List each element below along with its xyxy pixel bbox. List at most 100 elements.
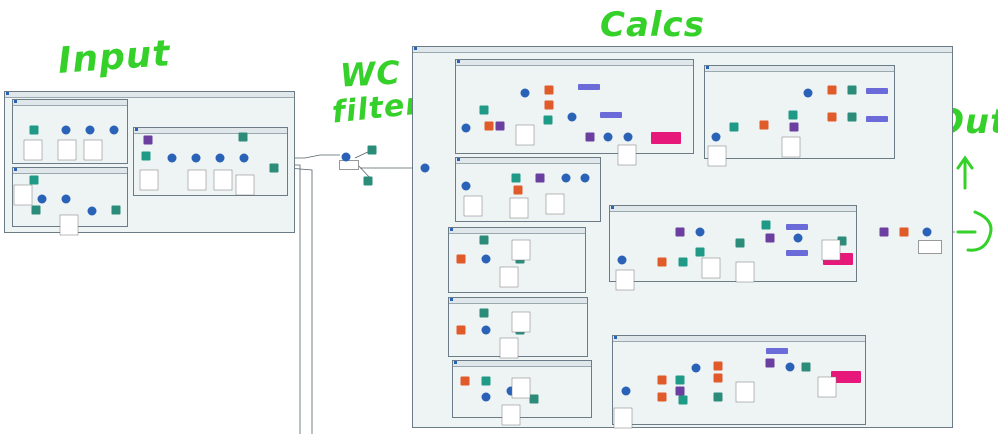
- formula-tool-icon[interactable]: [460, 376, 470, 386]
- join-tool-icon[interactable]: [585, 132, 595, 142]
- prep-tool-icon[interactable]: [109, 125, 119, 135]
- output-tool-icon[interactable]: [367, 145, 377, 155]
- output-tool-icon[interactable]: [713, 392, 723, 402]
- prep-tool-icon[interactable]: [61, 125, 71, 135]
- prep-tool-icon[interactable]: [603, 132, 613, 142]
- input-data-tool-icon[interactable]: [678, 395, 688, 405]
- prep-tool-icon[interactable]: [617, 255, 627, 265]
- output-tool-icon[interactable]: [111, 205, 121, 215]
- prep-tool-icon[interactable]: [695, 227, 705, 237]
- container-collapse-icon[interactable]: [706, 66, 709, 69]
- formula-tool-icon[interactable]: [899, 227, 909, 237]
- container-collapse-icon[interactable]: [457, 60, 460, 63]
- container-collapse-icon[interactable]: [14, 168, 17, 171]
- prep-tool-icon[interactable]: [561, 173, 571, 183]
- prep-tool-icon[interactable]: [785, 362, 795, 372]
- prep-tool-icon[interactable]: [461, 123, 471, 133]
- prep-tool-icon[interactable]: [215, 153, 225, 163]
- container-collapse-icon[interactable]: [14, 100, 17, 103]
- container-collapse-icon[interactable]: [611, 206, 614, 209]
- output-tool-icon[interactable]: [479, 308, 489, 318]
- prep-tool-icon[interactable]: [37, 194, 47, 204]
- formula-tool-icon[interactable]: [544, 85, 554, 95]
- comment-box[interactable]: [766, 348, 788, 354]
- join-tool-icon[interactable]: [143, 135, 153, 145]
- prep-tool-icon[interactable]: [520, 88, 530, 98]
- formula-tool-icon[interactable]: [657, 257, 667, 267]
- formula-tool-icon[interactable]: [713, 361, 723, 371]
- container-collapse-icon[interactable]: [6, 92, 9, 95]
- prep-tool-icon[interactable]: [341, 152, 351, 162]
- input-data-tool-icon[interactable]: [761, 220, 771, 230]
- join-tool-icon[interactable]: [675, 227, 685, 237]
- comment-box[interactable]: [578, 84, 600, 90]
- prep-tool-icon[interactable]: [580, 173, 590, 183]
- prep-tool-icon[interactable]: [420, 163, 430, 173]
- output-tool-icon[interactable]: [238, 132, 248, 142]
- input-subcontainer-3[interactable]: [133, 127, 288, 196]
- input-data-tool-icon[interactable]: [29, 125, 39, 135]
- prep-tool-icon[interactable]: [239, 153, 249, 163]
- container-collapse-icon[interactable]: [135, 128, 138, 131]
- join-tool-icon[interactable]: [675, 386, 685, 396]
- prep-tool-icon[interactable]: [711, 132, 721, 142]
- input-data-tool-icon[interactable]: [729, 122, 739, 132]
- output-tool-icon[interactable]: [31, 205, 41, 215]
- prep-tool-icon[interactable]: [621, 386, 631, 396]
- join-tool-icon[interactable]: [879, 227, 889, 237]
- comment-box[interactable]: [786, 250, 808, 256]
- output-tool-icon[interactable]: [363, 176, 373, 186]
- prep-tool-icon[interactable]: [922, 227, 932, 237]
- prep-tool-icon[interactable]: [623, 132, 633, 142]
- formula-tool-icon[interactable]: [456, 254, 466, 264]
- input-data-tool-icon[interactable]: [695, 247, 705, 257]
- join-tool-icon[interactable]: [765, 358, 775, 368]
- prep-tool-icon[interactable]: [793, 233, 803, 243]
- output-tool-icon[interactable]: [735, 238, 745, 248]
- join-tool-icon[interactable]: [789, 122, 799, 132]
- browse-tool-icon[interactable]: [831, 371, 861, 383]
- output-tool-icon[interactable]: [269, 163, 279, 173]
- prep-tool-icon[interactable]: [481, 325, 491, 335]
- container-collapse-icon[interactable]: [457, 158, 460, 161]
- prep-tool-icon[interactable]: [85, 125, 95, 135]
- join-tool-icon[interactable]: [495, 121, 505, 131]
- prep-tool-icon[interactable]: [61, 194, 71, 204]
- container-collapse-icon[interactable]: [450, 298, 453, 301]
- output-tool-icon[interactable]: [529, 394, 539, 404]
- input-data-tool-icon[interactable]: [543, 115, 553, 125]
- output-tool-icon[interactable]: [479, 235, 489, 245]
- comment-box[interactable]: [866, 88, 888, 94]
- prep-tool-icon[interactable]: [481, 392, 491, 402]
- formula-tool-icon[interactable]: [657, 392, 667, 402]
- input-data-tool-icon[interactable]: [788, 110, 798, 120]
- prep-tool-icon[interactable]: [87, 206, 97, 216]
- formula-tool-icon[interactable]: [713, 373, 723, 383]
- comment-box[interactable]: [866, 116, 888, 122]
- prep-tool-icon[interactable]: [567, 112, 577, 122]
- join-tool-icon[interactable]: [535, 173, 545, 183]
- input-data-tool-icon[interactable]: [29, 175, 39, 185]
- prep-tool-icon[interactable]: [191, 153, 201, 163]
- input-data-tool-icon[interactable]: [678, 257, 688, 267]
- formula-tool-icon[interactable]: [759, 120, 769, 130]
- input-data-tool-icon[interactable]: [511, 173, 521, 183]
- formula-tool-icon[interactable]: [544, 100, 554, 110]
- comment-box[interactable]: [600, 112, 622, 118]
- container-collapse-icon[interactable]: [614, 336, 617, 339]
- browse-tool-icon[interactable]: [651, 132, 681, 144]
- formula-tool-icon[interactable]: [513, 185, 523, 195]
- formula-tool-icon[interactable]: [827, 112, 837, 122]
- container-collapse-icon[interactable]: [414, 47, 417, 50]
- formula-tool-icon[interactable]: [657, 375, 667, 385]
- container-collapse-icon[interactable]: [450, 228, 453, 231]
- formula-tool-icon[interactable]: [827, 85, 837, 95]
- output-tool-icon[interactable]: [847, 112, 857, 122]
- prep-tool-icon[interactable]: [803, 88, 813, 98]
- prep-tool-icon[interactable]: [481, 254, 491, 264]
- output-tool-icon[interactable]: [847, 85, 857, 95]
- prep-tool-icon[interactable]: [167, 153, 177, 163]
- comment-box[interactable]: [786, 224, 808, 230]
